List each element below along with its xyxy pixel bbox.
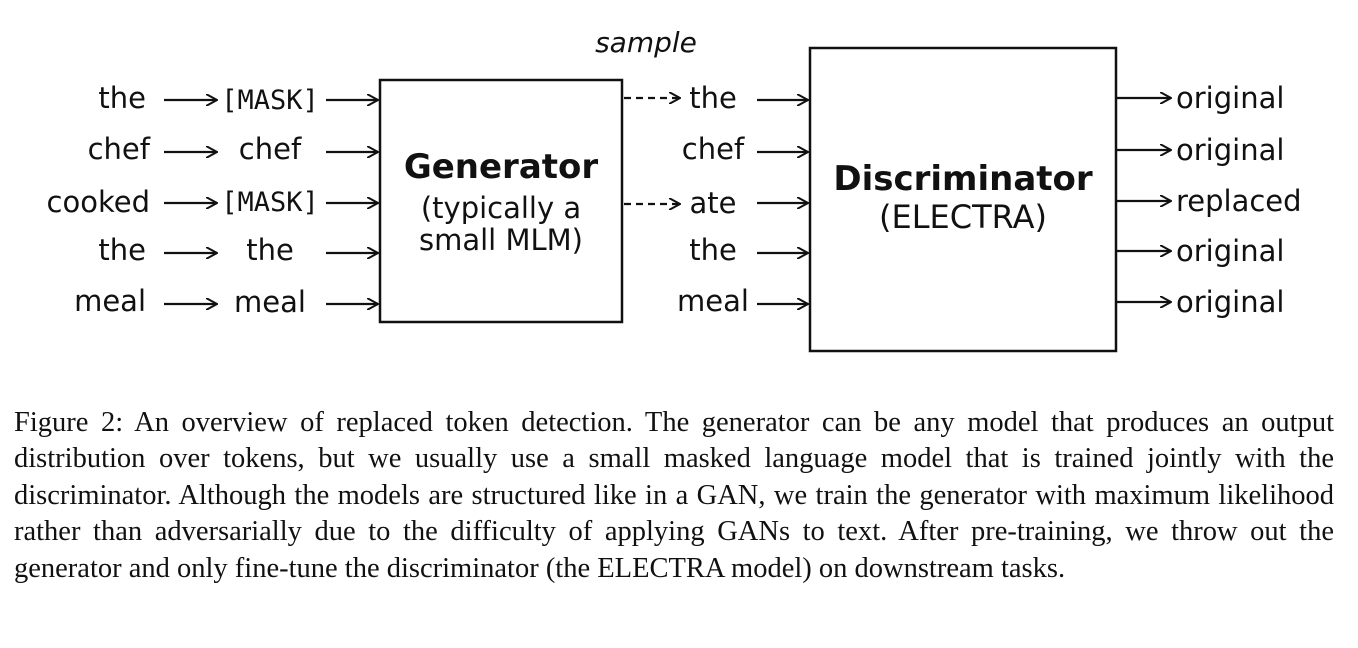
sampled-token: the [689,233,737,267]
sampled-token: the [689,81,737,115]
masked-token: chef [239,132,302,166]
sampled-token: meal [677,284,749,318]
masked-tokens: [MASK] chef [MASK] the meal [221,85,319,319]
generator-box: Generator (typically a small MLM) [378,78,624,324]
generator-input-arrows [326,100,378,304]
sample-arrows [624,98,680,204]
generator-rect [378,78,624,324]
sampled-token: ate [690,186,737,220]
masked-token: [MASK] [221,85,319,116]
discriminator-box: Discriminator (ELECTRA) [808,46,1118,353]
output-arrows [1117,98,1171,302]
sampled-tokens: the chef ate the meal [677,81,749,318]
generator-subtitle: (typically a [421,191,581,225]
output-label: original [1176,81,1284,115]
generator-subtitle: small MLM) [419,223,583,257]
output-label: replaced [1176,184,1302,218]
discriminator-title: Discriminator [833,159,1093,199]
figure-caption: Figure 2: An overview of replaced token … [14,407,1334,584]
output-label: original [1176,133,1284,167]
input-token: the [98,81,146,115]
input-tokens: the chef cooked the meal [47,81,151,318]
masked-token: [MASK] [221,187,319,218]
masked-token: meal [234,285,306,319]
electra-diagram: the chef cooked the meal [MASK] chef [MA… [47,26,1302,353]
input-arrows [164,100,217,304]
input-token: cooked [47,185,150,219]
sample-label: sample [595,26,697,59]
discriminator-input-arrows [757,100,808,304]
discriminator-rect [808,46,1118,353]
discriminator-subtitle: (ELECTRA) [879,198,1047,236]
generator-title: Generator [404,147,599,187]
input-token: chef [88,132,151,166]
sampled-token: chef [682,132,745,166]
output-label: original [1176,234,1284,268]
output-labels: original original replaced original orig… [1176,81,1302,319]
input-token: meal [74,284,146,318]
output-label: original [1176,285,1284,319]
input-token: the [98,233,146,267]
masked-token: the [246,233,294,267]
